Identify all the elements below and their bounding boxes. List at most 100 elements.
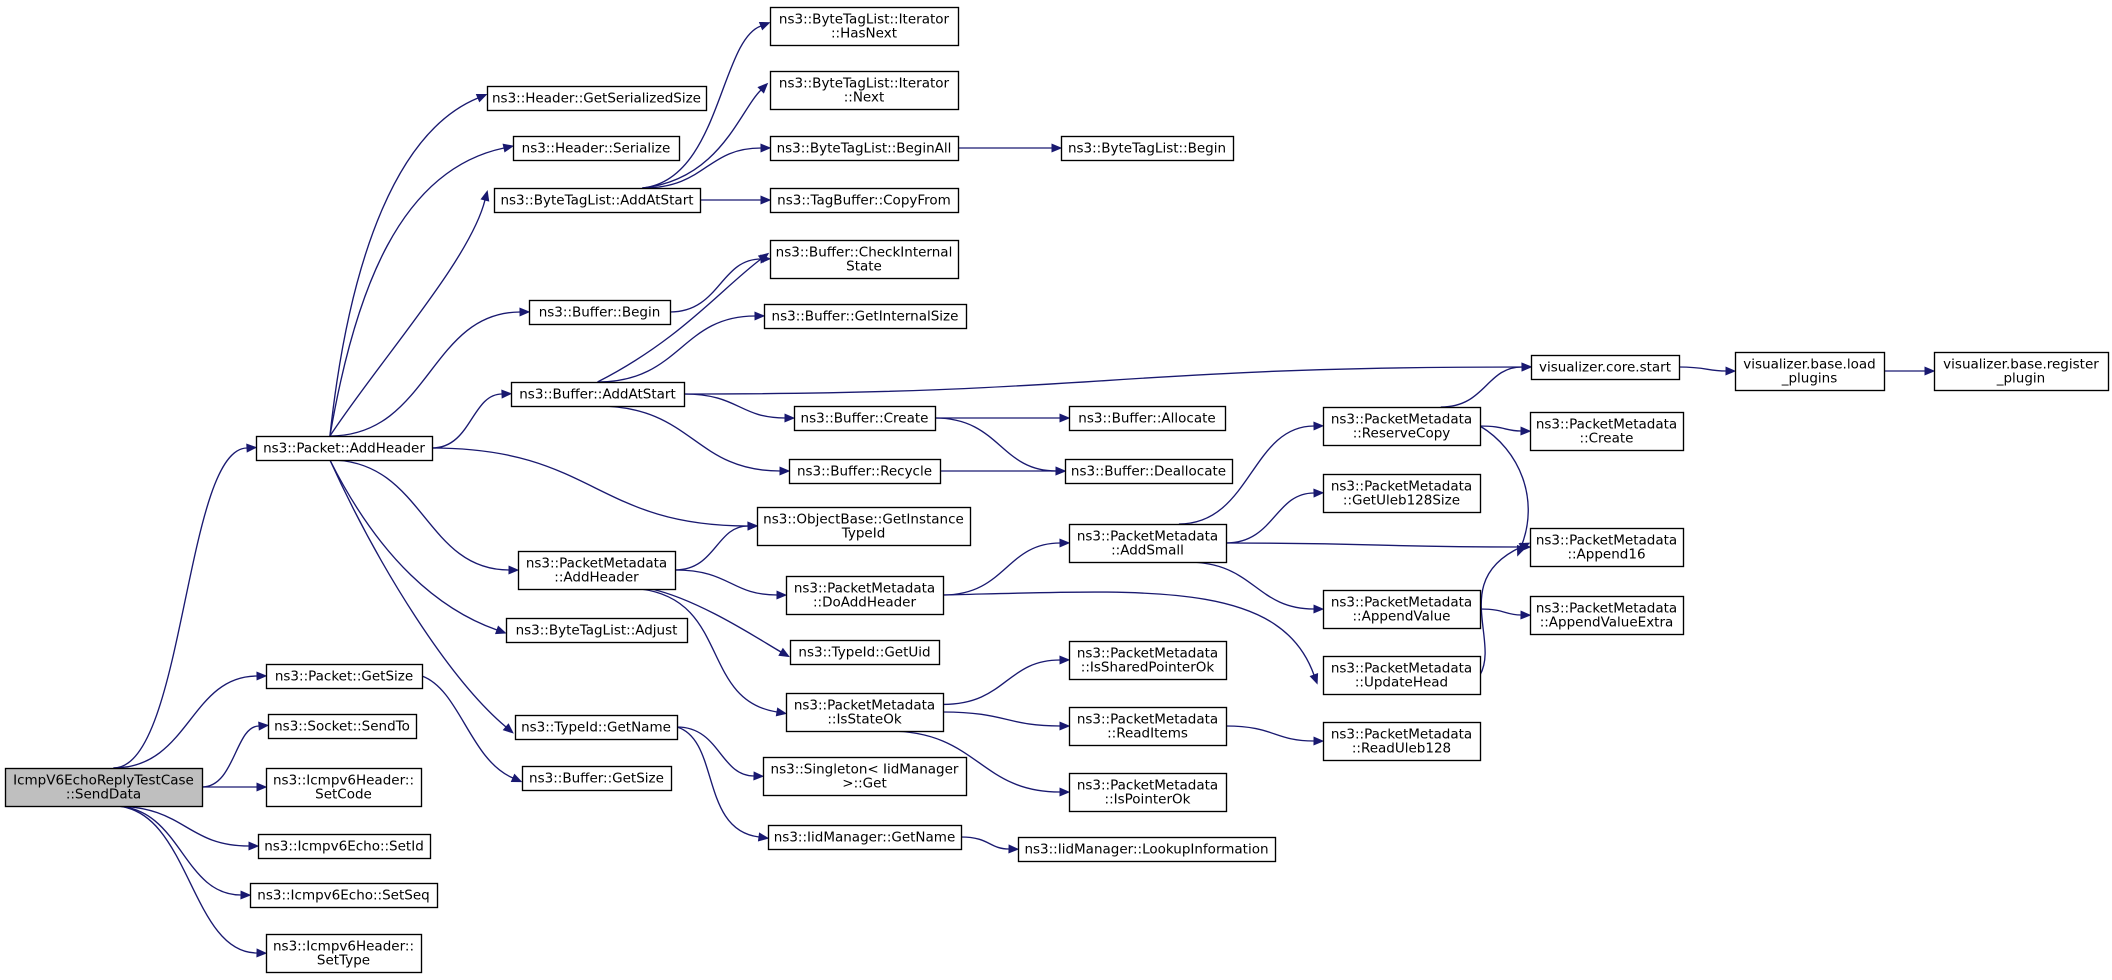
node-pm-update-head[interactable]: ns3::PacketMetadata::UpdateHead <box>1322 655 1482 696</box>
node-box <box>793 405 937 432</box>
node-pm-read-items[interactable]: ns3::PacketMetadata::ReadItems <box>1068 706 1228 747</box>
node-pm-read-uleb128[interactable]: ns3::PacketMetadata::ReadUleb128 <box>1322 721 1482 762</box>
call-graph-edges <box>113 21 1936 958</box>
arrowhead <box>753 771 765 781</box>
node-pm-append-value[interactable]: ns3::PacketMetadata::AppendValue <box>1322 589 1482 630</box>
node-buffer-recycle[interactable]: ns3::Buffer::Recycle <box>788 458 942 485</box>
call-edge <box>642 89 762 189</box>
node-label: >::Get <box>842 776 886 792</box>
node-label: ns3::PacketMetadata <box>1077 529 1218 545</box>
node-icmp-set-type[interactable]: ns3::Icmpv6Header::SetType <box>265 933 423 974</box>
arrowhead <box>1725 366 1737 376</box>
node-pm-append16[interactable]: ns3::PacketMetadata::Append16 <box>1529 527 1685 568</box>
node-pm-is-shared-pointer-ok[interactable]: ns3::PacketMetadata::IsSharedPointerOk <box>1068 640 1228 681</box>
node-label: ns3::ObjectBase::GetInstance <box>763 512 964 528</box>
call-edge <box>1479 425 1529 548</box>
node-type-id-get-name[interactable]: ns3::TypeId::GetName <box>514 714 679 741</box>
node-buffer-allocate[interactable]: ns3::Buffer::Allocate <box>1068 405 1227 432</box>
node-iid-lookup-information[interactable]: ns3::IidManager::LookupInformation <box>1017 836 1277 863</box>
node-box <box>257 833 432 860</box>
node-box <box>769 187 960 214</box>
call-edge <box>640 588 778 713</box>
call-edge <box>1225 542 1522 548</box>
arrowhead <box>502 723 514 734</box>
node-box <box>789 639 941 666</box>
node-viz-register-plugin[interactable]: visualizer.base.register_plugin <box>1933 351 2110 392</box>
node-btl-iter-next[interactable]: ns3::ByteTagList::Iterator::Next <box>769 70 960 111</box>
node-box <box>785 575 945 616</box>
node-btl-add-at-start[interactable]: ns3::ByteTagList::AddAtStart <box>493 187 702 214</box>
node-buffer-get-size[interactable]: ns3::Buffer::GetSize <box>521 765 673 792</box>
node-pm-reserve-copy[interactable]: ns3::PacketMetadata::ReserveCopy <box>1322 406 1482 447</box>
node-btl-begin-all[interactable]: ns3::ByteTagList::BeginAll <box>769 135 960 162</box>
node-box <box>762 756 968 797</box>
node-buffer-get-internal-size[interactable]: ns3::Buffer::GetInternalSize <box>763 303 968 330</box>
node-box <box>493 187 702 214</box>
call-edge <box>1440 366 1523 408</box>
call-edge <box>960 836 1010 850</box>
node-label: ::IsSharedPointerOk <box>1081 660 1215 676</box>
node-btl-iter-has-next[interactable]: ns3::ByteTagList::Iterator::HasNext <box>769 6 960 47</box>
node-label: ns3::ByteTagList::Iterator <box>779 12 950 28</box>
node-send-data[interactable]: IcmpV6EchoReplyTestCase::SendData <box>4 767 204 808</box>
node-box <box>1068 405 1227 432</box>
node-singleton-get[interactable]: ns3::Singleton< IidManager>::Get <box>762 756 968 797</box>
node-header-serialize[interactable]: ns3::Header::Serialize <box>512 135 681 162</box>
node-btl-begin[interactable]: ns3::ByteTagList::Begin <box>1060 135 1235 162</box>
call-edge <box>113 805 242 896</box>
node-viz-core-start[interactable]: visualizer.core.start <box>1530 354 1681 381</box>
node-label: ns3::Icmpv6Echo::SetId <box>264 839 424 855</box>
node-iid-get-name[interactable]: ns3::IidManager::GetName <box>767 824 963 851</box>
node-btl-adjust[interactable]: ns3::ByteTagList::Adjust <box>505 617 689 644</box>
node-pm-do-add-header[interactable]: ns3::PacketMetadata::DoAddHeader <box>785 575 945 616</box>
node-packet-get-size[interactable]: ns3::Packet::GetSize <box>265 663 424 690</box>
node-label: ns3::Buffer::GetInternalSize <box>772 309 959 325</box>
call-edge <box>1225 492 1315 544</box>
node-label: ::GetUleb128Size <box>1343 493 1460 509</box>
node-buffer-add-at-start[interactable]: ns3::Buffer::AddAtStart <box>510 381 686 408</box>
node-pm-add-header[interactable]: ns3::PacketMetadata::AddHeader <box>517 550 677 591</box>
arrowhead <box>256 671 268 681</box>
call-edge <box>329 199 486 437</box>
node-pm-create[interactable]: ns3::PacketMetadata::Create <box>1529 411 1685 452</box>
node-tag-buffer-copy-from[interactable]: ns3::TagBuffer::CopyFrom <box>769 187 960 214</box>
arrowhead <box>757 252 770 263</box>
node-label: ns3::PacketMetadata <box>1331 479 1472 495</box>
node-pm-is-pointer-ok[interactable]: ns3::PacketMetadata::IsPointerOk <box>1068 772 1228 813</box>
call-edge <box>683 366 1523 395</box>
node-label: visualizer.base.register <box>1943 357 2099 373</box>
node-box <box>769 135 960 162</box>
node-header-get-serialized-size[interactable]: ns3::Header::GetSerializedSize <box>486 85 708 112</box>
node-buffer-begin[interactable]: ns3::Buffer::Begin <box>528 299 672 326</box>
node-buffer-deallocate[interactable]: ns3::Buffer::Deallocate <box>1064 458 1234 485</box>
node-label: ns3::TagBuffer::CopyFrom <box>777 193 951 209</box>
node-echo-set-id[interactable]: ns3::Icmpv6Echo::SetId <box>257 833 432 860</box>
node-box <box>265 767 423 808</box>
node-packet-add-header[interactable]: ns3::Packet::AddHeader <box>255 435 434 462</box>
node-buffer-create[interactable]: ns3::Buffer::Create <box>793 405 937 432</box>
node-echo-set-seq[interactable]: ns3::Icmpv6Echo::SetSeq <box>249 882 439 909</box>
call-edge <box>1186 561 1315 610</box>
arrowhead <box>1313 736 1325 746</box>
node-socket-send-to[interactable]: ns3::Socket::SendTo <box>267 713 418 740</box>
node-box <box>1734 351 1886 392</box>
node-box <box>1060 135 1235 162</box>
node-pm-add-small[interactable]: ns3::PacketMetadata::AddSmall <box>1068 523 1228 564</box>
call-edge <box>113 447 248 769</box>
node-box <box>505 617 689 644</box>
arrowhead <box>776 590 788 600</box>
node-pm-is-state-ok[interactable]: ns3::PacketMetadata::IsStateOk <box>785 692 945 733</box>
node-pm-get-uleb128-size[interactable]: ns3::PacketMetadata::GetUleb128Size <box>1322 473 1482 514</box>
call-edge <box>676 726 755 777</box>
node-label: ns3::PacketMetadata <box>1331 727 1472 743</box>
node-label: ns3::ByteTagList::Begin <box>1068 141 1226 157</box>
node-viz-load-plugins[interactable]: visualizer.base.load_plugins <box>1734 351 1886 392</box>
call-edge <box>942 711 1061 727</box>
node-type-id-get-uid[interactable]: ns3::TypeId::GetUid <box>789 639 941 666</box>
node-label: ::SendData <box>66 787 141 803</box>
node-pm-append-value-extra[interactable]: ns3::PacketMetadata::AppendValueExtra <box>1529 595 1685 636</box>
node-icmp-set-code[interactable]: ns3::Icmpv6Header::SetCode <box>265 767 423 808</box>
node-label: ns3::Buffer::GetSize <box>529 771 664 787</box>
